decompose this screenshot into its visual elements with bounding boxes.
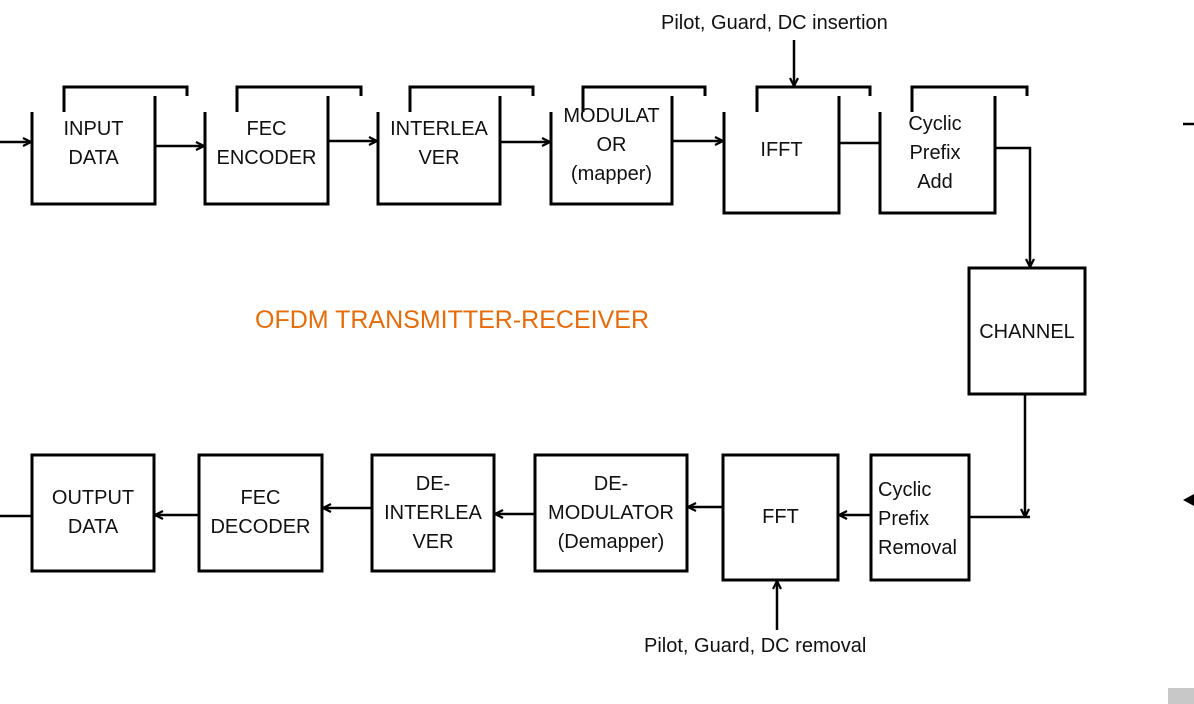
removal-note: Pilot, Guard, DC removal [644, 635, 867, 657]
box-fec-decoder [197, 453, 324, 573]
label-channel: CHANNEL [979, 320, 1075, 343]
box-fec-encoder [203, 85, 363, 206]
label-interleaver: INTERLEA VER [390, 118, 488, 169]
label-deinterleaver: DE- INTERLEA VER [384, 472, 482, 553]
box-modulator [549, 85, 707, 206]
box-demodulator [533, 453, 689, 573]
label-input-data: INPUT DATA [63, 118, 124, 169]
label-ifft: IFFT [760, 138, 803, 161]
label-modulator: MODULAT OR (mapper) [563, 104, 660, 185]
insertion-note: Pilot, Guard, DC insertion [661, 12, 888, 34]
label-demodulator: DE- MODULATOR (Demapper) [548, 472, 674, 553]
checker-mark [1168, 688, 1194, 704]
box-cyclic-prefix-add [878, 85, 1029, 215]
diagram-title: OFDM TRANSMITTER-RECEIVER [255, 306, 649, 334]
label-fft: FFT [762, 505, 799, 528]
label-output-data: OUTPUT DATA [51, 487, 135, 538]
label-cyclic-prefix-add: Cyclic Prefix Add [908, 112, 962, 193]
arrow-cp-channel [996, 146, 1030, 267]
label-fec-decoder: FEC DECODER [210, 487, 311, 538]
edge-arrowhead-right [1183, 494, 1194, 506]
box-input-data [30, 85, 189, 206]
box-ifft [722, 85, 872, 215]
label-cyclic-prefix-removal: Cyclic Prefix Removal [878, 478, 957, 559]
box-cyclic-prefix-removal [869, 453, 971, 582]
box-channel [967, 266, 1087, 396]
label-fec-encoder: FEC ENCODER [216, 118, 317, 169]
box-interleaver [376, 85, 535, 206]
